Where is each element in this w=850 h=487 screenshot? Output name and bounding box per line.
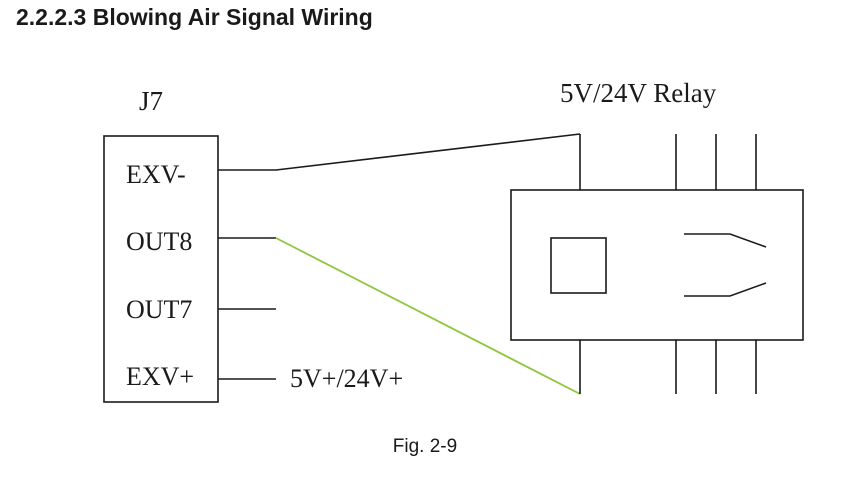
wire-out8-to-relay — [275, 237, 581, 395]
connector-name: J7 — [139, 86, 163, 116]
pin-label-out7: OUT7 — [126, 295, 192, 324]
pin-label-exv-plus: EXV+ — [126, 362, 194, 391]
relay-body — [510, 189, 804, 341]
pin-label-exv-minus: EXV- — [126, 160, 186, 189]
connector-box — [103, 135, 219, 403]
wire-exv-minus-to-relay — [275, 133, 581, 171]
section-heading: 2.2.2.3 Blowing Air Signal Wiring — [16, 4, 373, 30]
pin-label-out8: OUT8 — [126, 227, 192, 256]
relay-coil-symbol — [550, 237, 607, 294]
relay-label: 5V/24V Relay — [560, 78, 717, 108]
relay-contact-symbol — [684, 233, 767, 297]
supply-label: 5V+/24V+ — [290, 364, 403, 393]
figure-caption: Fig. 2-9 — [392, 436, 458, 457]
